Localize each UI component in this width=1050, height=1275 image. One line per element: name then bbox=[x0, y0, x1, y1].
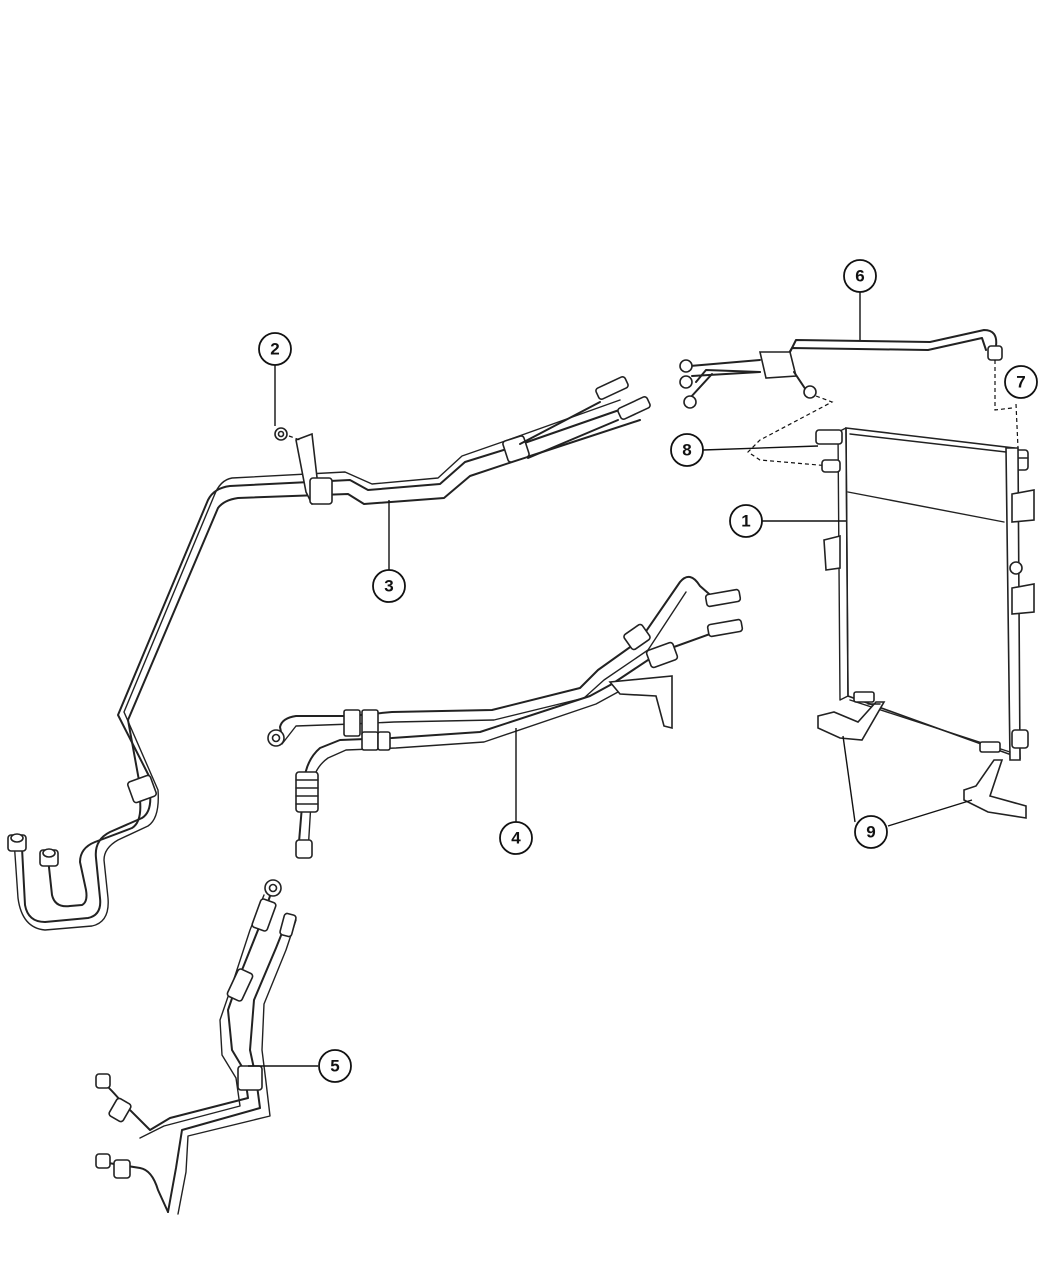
callout-5: 5 bbox=[318, 1049, 352, 1083]
callout-7: 7 bbox=[1004, 365, 1038, 399]
callout-2-label: 2 bbox=[270, 340, 279, 359]
callout-9-label: 9 bbox=[866, 823, 875, 842]
callout-5-label: 5 bbox=[330, 1057, 339, 1076]
callout-3-label: 3 bbox=[384, 577, 393, 596]
oil-cooler-part-1 bbox=[815, 427, 1035, 761]
cooler-tube-part-6 bbox=[679, 329, 1013, 467]
cooler-line-assembly-part-3 bbox=[7, 375, 651, 931]
callout-6-label: 6 bbox=[855, 267, 864, 286]
callout-2: 2 bbox=[258, 332, 292, 366]
callout-1: 1 bbox=[729, 504, 763, 538]
callout-4-label: 4 bbox=[511, 829, 521, 848]
callout-8: 8 bbox=[670, 433, 704, 467]
callout-9: 9 bbox=[854, 815, 888, 849]
cooler-line-part-4 bbox=[267, 575, 744, 859]
callout-3: 3 bbox=[372, 569, 406, 603]
nut-part-2 bbox=[274, 427, 301, 441]
mounting-bracket-part-9 bbox=[817, 701, 1027, 819]
callout-6: 6 bbox=[843, 259, 877, 293]
callout-7-label: 7 bbox=[1016, 373, 1025, 392]
callout-4: 4 bbox=[499, 821, 533, 855]
callout-leaders bbox=[248, 292, 973, 1067]
callout-8-label: 8 bbox=[682, 441, 691, 460]
cooler-line-part-5 bbox=[95, 879, 297, 1215]
callout-1-label: 1 bbox=[741, 512, 750, 531]
